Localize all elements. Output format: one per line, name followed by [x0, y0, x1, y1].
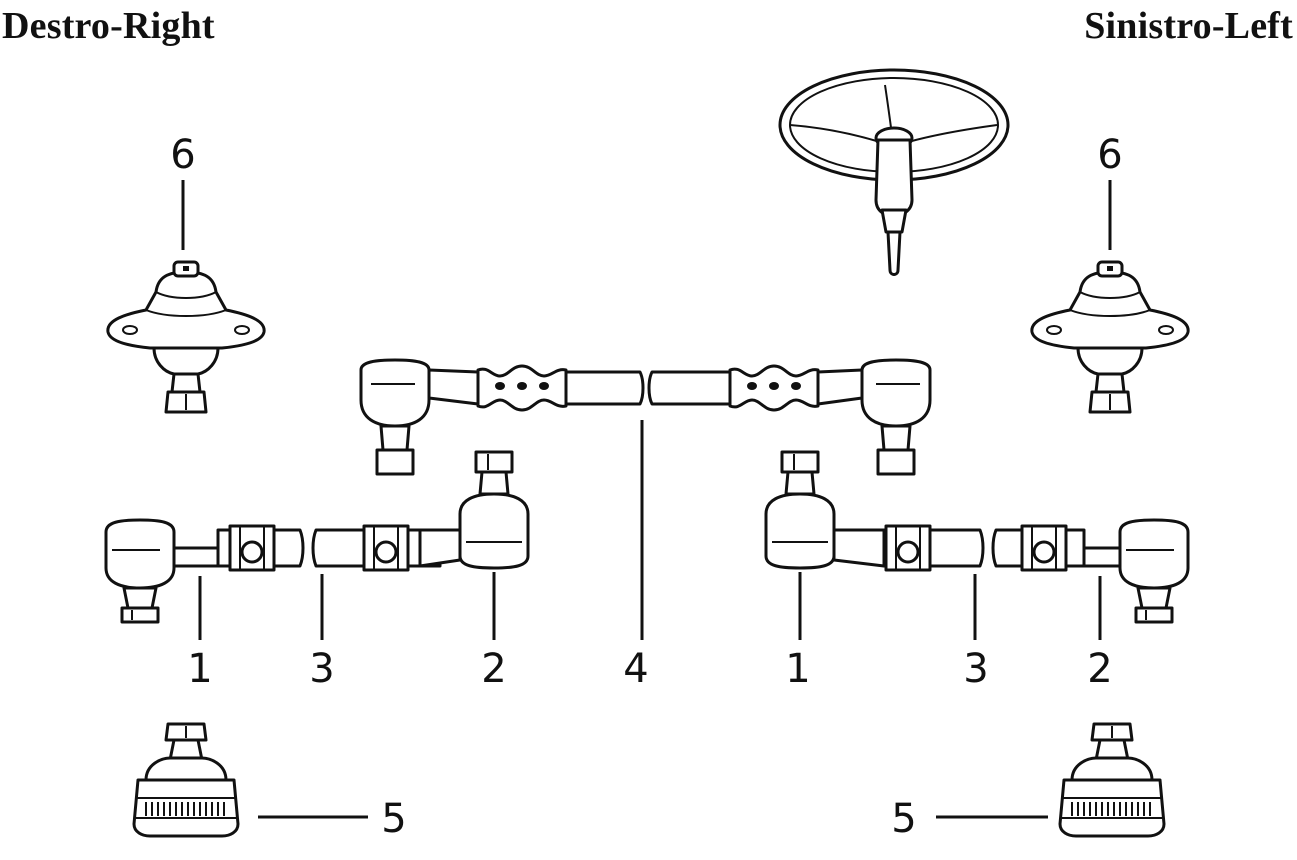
callout-2-left: 2	[1087, 646, 1112, 692]
callout-4: 4	[623, 646, 648, 692]
leader-lines	[181, 180, 1112, 819]
callout-5-left: 5	[891, 796, 916, 842]
header-sinistro-left: Sinistro-Left	[1084, 5, 1293, 47]
lower-ball-joint-right	[132, 722, 240, 838]
outer-track-rod-left	[764, 450, 1190, 624]
centre-track-rod	[359, 358, 932, 476]
upper-ball-joint-left	[1030, 260, 1190, 414]
callout-3-right: 3	[309, 646, 334, 692]
steering-wheel-icon	[778, 68, 1010, 276]
callout-3-left: 3	[963, 646, 988, 692]
callout-6-right: 6	[170, 132, 195, 178]
callout-1-left: 1	[785, 646, 810, 692]
header-destro-right: Destro-Right	[2, 5, 215, 47]
callout-6-left: 6	[1097, 132, 1122, 178]
outer-track-rod-right	[104, 450, 530, 624]
upper-ball-joint-right	[106, 260, 266, 414]
lower-ball-joint-left	[1058, 722, 1166, 838]
callout-2-right: 2	[481, 646, 506, 692]
callout-5-right: 5	[381, 796, 406, 842]
callout-1-right: 1	[187, 646, 212, 692]
